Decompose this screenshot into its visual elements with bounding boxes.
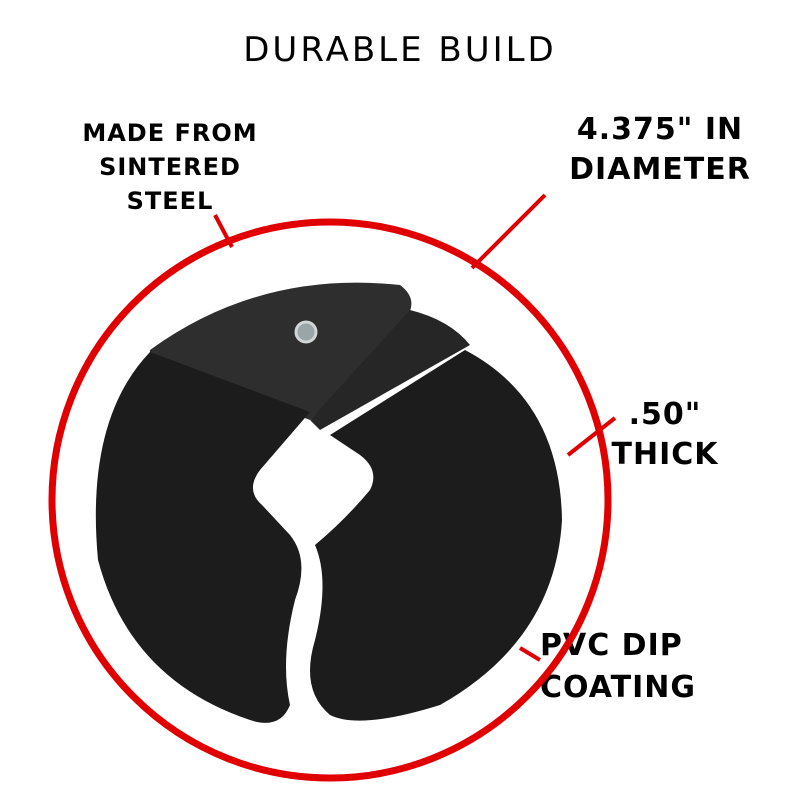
callout-thickness: .50" THICK xyxy=(595,395,735,475)
red-ring-icon xyxy=(48,218,612,782)
callout-coating-line-2: COATING xyxy=(540,670,696,705)
callout-material-line-2: SINTERED xyxy=(99,153,241,181)
callout-diameter-line-2: DIAMETER xyxy=(569,152,751,187)
weight-plate-icon xyxy=(95,282,562,723)
leader-line-coating xyxy=(518,646,542,662)
callout-diameter: 4.375" IN DIAMETER xyxy=(540,110,780,190)
callout-material-line-3: STEEL xyxy=(126,187,214,215)
page-title: DURABLE BUILD xyxy=(243,30,557,70)
callout-material: MADE FROM SINTERED STEEL xyxy=(60,116,280,218)
callout-diameter-line-1: 4.375" IN xyxy=(576,112,744,147)
leader-line-diameter xyxy=(470,193,547,270)
leader-line-material xyxy=(213,214,234,248)
callout-thickness-line-2: THICK xyxy=(611,437,719,472)
callout-material-line-1: MADE FROM xyxy=(82,119,258,147)
callout-thickness-line-1: .50" xyxy=(628,397,702,432)
leader-line-thickness xyxy=(566,416,617,457)
